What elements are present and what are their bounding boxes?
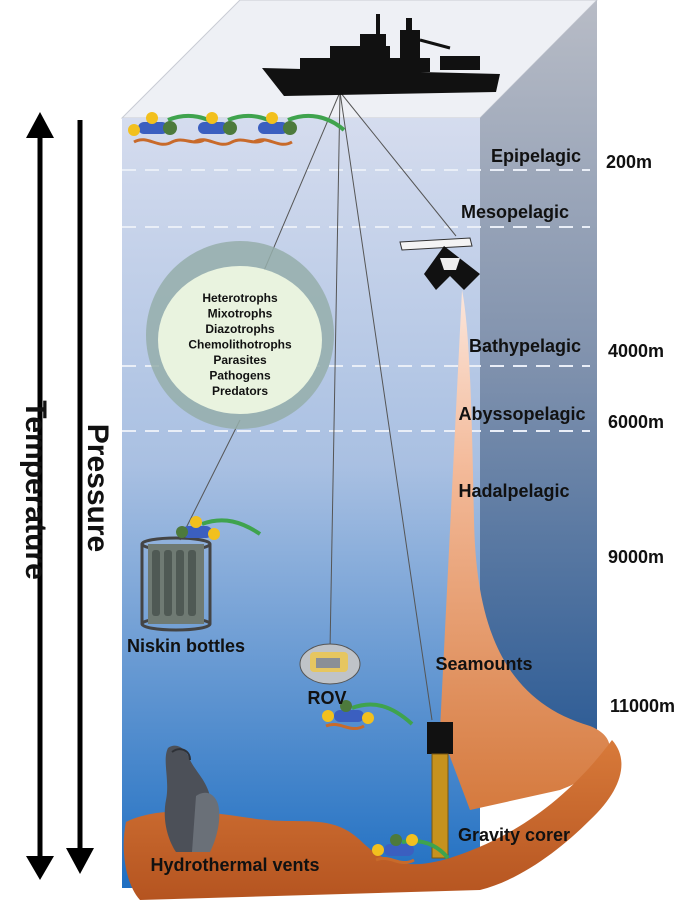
- depth-label-9000m: 9000m: [608, 547, 664, 567]
- seamounts-label: Seamounts: [435, 654, 532, 674]
- organism-label: Parasites: [213, 353, 267, 367]
- microbe-cluster-icon: [128, 112, 346, 146]
- gravity-corer-label: Gravity corer: [458, 825, 570, 845]
- rov-icon: [299, 643, 361, 685]
- glider-icon: [399, 237, 480, 290]
- organism-bubble: [146, 241, 334, 429]
- microbe-cluster-icon: [372, 834, 450, 865]
- hydrothermal-vents-label: Hydrothermal vents: [150, 855, 319, 875]
- research-vessel-icon: [262, 14, 500, 96]
- hydrothermal-vent-icon: [164, 745, 220, 852]
- organism-label: Mixotrophs: [208, 307, 273, 321]
- depth-label-6000m: 6000m: [608, 412, 664, 432]
- zone-name-hadalpelagic: Hadalpelagic: [458, 481, 569, 501]
- microbe-cluster-icon: [322, 700, 414, 731]
- pressure-arrow: [66, 120, 94, 874]
- depth-label-4000m: 4000m: [608, 341, 664, 361]
- organism-label: Pathogens: [209, 369, 271, 383]
- rov-label: ROV: [307, 688, 346, 708]
- right-face: [480, 0, 597, 735]
- zone-name-epipelagic: Epipelagic: [491, 146, 581, 166]
- depth-label-11000m: 11000m: [610, 696, 675, 716]
- organism-list: HeterotrophsMixotrophsDiazotrophsChemoli…: [188, 291, 292, 398]
- zone-name-abyssopelagic: Abyssopelagic: [458, 404, 585, 424]
- niskin-rosette-icon: [140, 536, 212, 632]
- gravity-corer-icon: [427, 722, 453, 859]
- seamount-shape: [440, 290, 610, 810]
- organism-label: Predators: [212, 384, 268, 398]
- temperature-arrow: [26, 112, 54, 880]
- niskin-bottles-label: Niskin bottles: [127, 636, 245, 656]
- zone-name-mesopelagic: Mesopelagic: [461, 202, 569, 222]
- depth-label-200m: 200m: [606, 152, 652, 172]
- seafloor: [123, 740, 622, 900]
- temperature-label: Temperature: [19, 400, 52, 580]
- pressure-label: Pressure: [81, 424, 114, 552]
- organism-label: Chemolithotrophs: [188, 338, 292, 352]
- organism-label: Heterotrophs: [202, 291, 278, 305]
- organism-label: Diazotrophs: [205, 322, 275, 336]
- microbe-cluster-icon: [176, 516, 262, 540]
- zone-name-bathypelagic: Bathypelagic: [469, 336, 581, 356]
